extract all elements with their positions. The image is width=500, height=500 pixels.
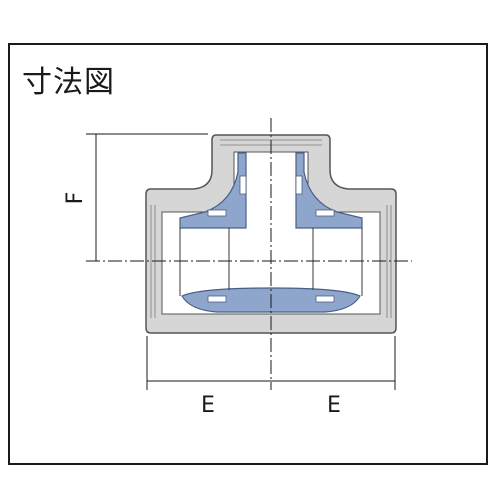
liner-detail [295, 175, 303, 195]
dim-label-e-left: E [201, 393, 215, 418]
liner-detail [207, 295, 227, 303]
liner-detail [207, 209, 227, 217]
dimension-lines [86, 133, 396, 390]
liner-branch-left [179, 152, 247, 229]
liner-branch-right [295, 152, 363, 229]
liner-detail [315, 295, 335, 303]
drawing-title: 寸法図 [22, 65, 115, 100]
inner-wall-lines [179, 228, 363, 296]
dim-label-e-right: E [327, 393, 341, 418]
liner-detail [239, 175, 247, 195]
liner-detail [315, 209, 335, 217]
dim-label-f: F [63, 192, 88, 205]
centerlines [86, 118, 412, 390]
